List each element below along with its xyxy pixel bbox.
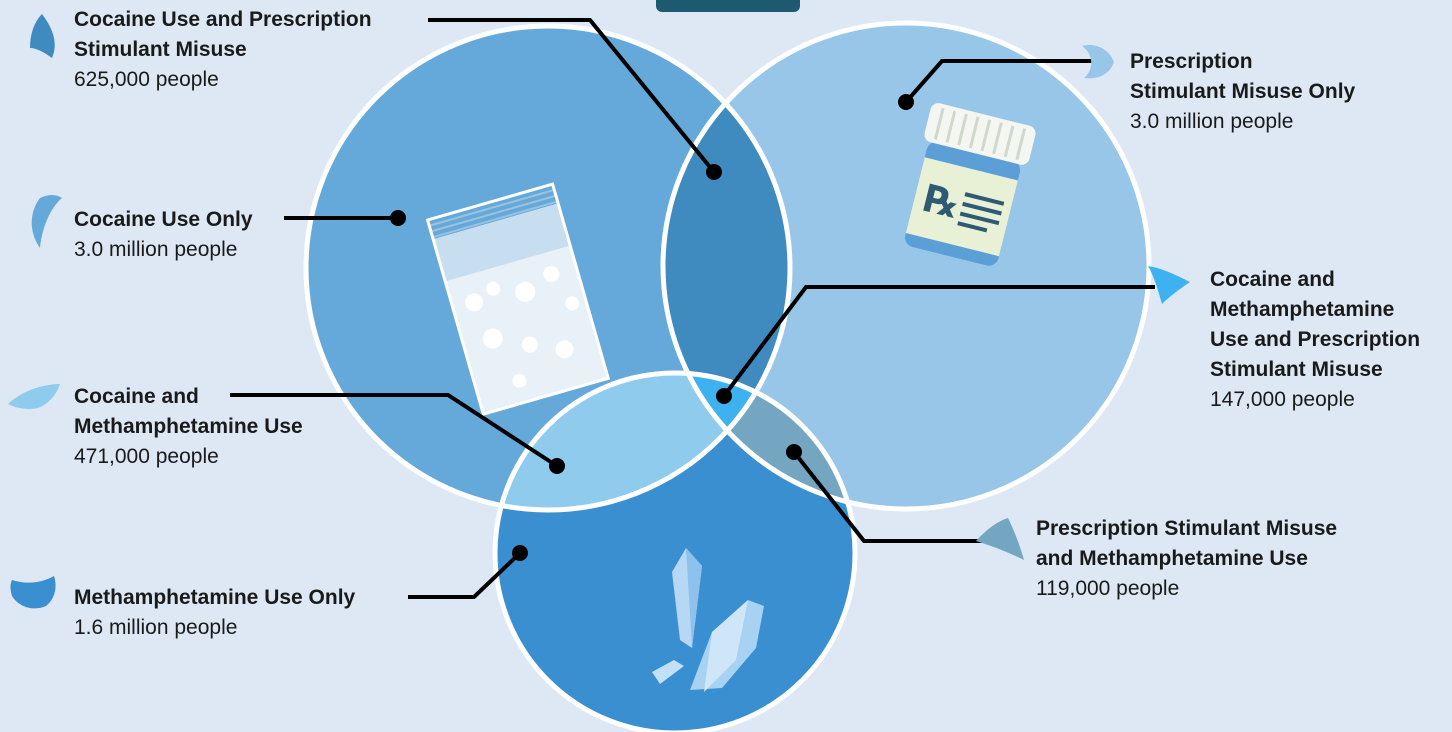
segment-name: Cocaine Use Only — [74, 208, 253, 231]
segment-count: 119,000 people — [1036, 577, 1180, 600]
segment-name: Prescription — [1130, 50, 1253, 73]
label-cocaine-prescription: Cocaine Use and Prescription Stimulant M… — [74, 5, 372, 95]
segment-name: Prescription Stimulant Misuse — [1036, 517, 1338, 540]
label-cocaine-methamphetamine: Cocaine and Methamphetamine Use 471,000 … — [74, 382, 303, 472]
segment-name: Methamphetamine Use — [74, 415, 303, 438]
segment-count: 147,000 people — [1210, 388, 1355, 411]
wedge-segment-icon — [976, 518, 1024, 560]
segment-count: 3.0 million people — [74, 238, 238, 261]
segment-name: Cocaine Use and Prescription — [74, 8, 372, 31]
segment-name: Cocaine and — [1210, 268, 1335, 291]
segment-name: Cocaine and — [74, 385, 199, 408]
label-cocaine-only: Cocaine Use Only 3.0 million people — [74, 205, 253, 265]
lens-segment-icon — [8, 384, 60, 409]
segment-count: 3.0 million people — [1130, 110, 1294, 133]
segment-name: Use and Prescription — [1210, 328, 1421, 351]
crescent-segment-icon — [10, 576, 56, 609]
segment-count: 471,000 people — [74, 445, 219, 468]
crystal-shards-icon — [652, 548, 764, 692]
segment-name: Methamphetamine — [1210, 298, 1395, 321]
label-all-three: Cocaine and Methamphetamine Use and Pres… — [1210, 265, 1420, 415]
top-tab — [656, 0, 800, 12]
segment-count: 625,000 people — [74, 68, 219, 91]
segment-name: Methamphetamine Use Only — [74, 586, 356, 609]
label-methamphetamine-only: Methamphetamine Use Only 1.6 million peo… — [74, 583, 355, 643]
segment-name: and Methamphetamine Use — [1036, 547, 1308, 570]
rx-pill-bottle-icon: ℞ — [905, 103, 1036, 266]
segment-name: Stimulant Misuse — [74, 38, 247, 61]
label-prescription-only: Prescription Stimulant Misuse Only 3.0 m… — [1130, 47, 1355, 137]
crescent-segment-icon — [1082, 44, 1114, 79]
label-prescription-methamphetamine: Prescription Stimulant Misuse and Metham… — [1036, 514, 1337, 604]
segment-name: Stimulant Misuse Only — [1130, 80, 1356, 103]
teardrop-segment-icon — [30, 14, 55, 58]
triangle-segment-icon — [1148, 266, 1190, 304]
crescent-segment-icon — [31, 195, 62, 248]
segment-name: Stimulant Misuse — [1210, 358, 1383, 381]
powder-baggie-icon — [425, 182, 611, 417]
segment-count: 1.6 million people — [74, 616, 238, 639]
